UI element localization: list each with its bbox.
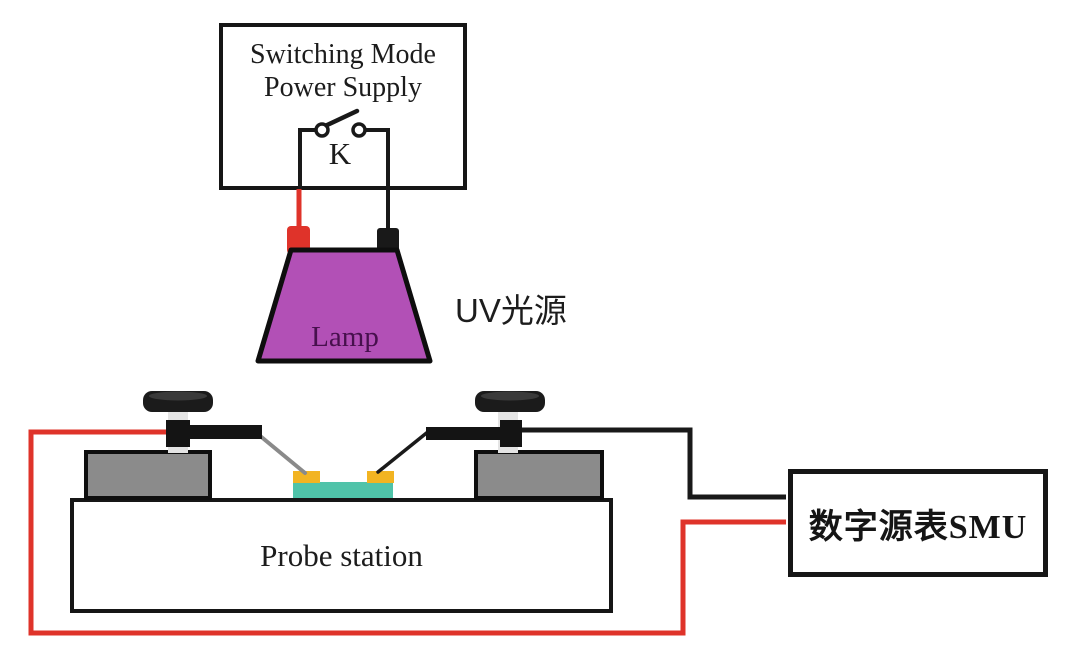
- power-supply-box: Switching Mode Power Supply: [219, 23, 467, 190]
- smu-box: 数字源表SMU: [788, 469, 1048, 577]
- right-probe-knob: [475, 391, 545, 412]
- power-supply-label-line2: Power Supply: [264, 72, 422, 103]
- right-probe-crosspiece: [500, 420, 522, 447]
- left-probe-needle: [257, 433, 307, 475]
- right-probe-knob-top: [481, 391, 539, 401]
- sample-film: [293, 482, 393, 498]
- black-wire-right-probe-to-smu: [514, 427, 786, 500]
- lamp-black-connector: [377, 228, 399, 254]
- left-probe-shaft: [168, 406, 188, 453]
- left-probe-arm: [186, 425, 262, 439]
- probe-station-box: Probe station: [70, 498, 613, 613]
- right-probe-needle: [376, 429, 431, 474]
- switch-label: K: [328, 136, 352, 171]
- probe-station-label: Probe station: [260, 537, 423, 573]
- left-probe-knob: [143, 391, 213, 412]
- right-probe-shaft: [498, 406, 518, 453]
- lamp-red-connector: [287, 226, 310, 254]
- left-probe-knob-top: [149, 391, 207, 401]
- left-manipulator-block: [84, 450, 212, 500]
- right-manipulator-block: [474, 450, 604, 500]
- lamp-label: Lamp: [311, 321, 379, 353]
- sample-pad-left: [293, 471, 320, 483]
- uv-source-label: UV光源: [455, 292, 567, 329]
- right-probe-arm: [426, 427, 504, 440]
- left-probe-crosspiece: [166, 420, 190, 447]
- smu-label: 数字源表SMU: [808, 508, 1028, 546]
- sample-pad-right: [367, 471, 394, 483]
- power-supply-label-line1: Switching Mode: [250, 39, 436, 70]
